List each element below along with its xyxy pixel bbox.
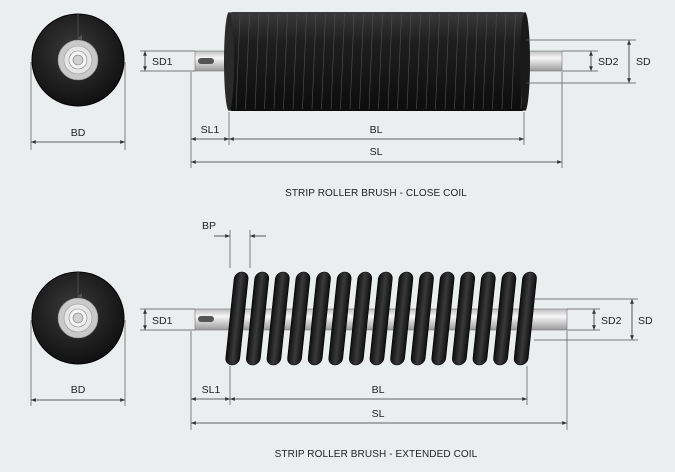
ext-sd2-label: SD2 bbox=[601, 315, 622, 327]
close-coil-strip bbox=[273, 13, 279, 110]
extended-coil-caption: STRIP ROLLER BRUSH - EXTENDED COIL bbox=[275, 449, 478, 460]
close-coil-strip bbox=[311, 13, 317, 110]
close-coil-strip bbox=[492, 13, 497, 110]
close-coil-strip bbox=[397, 13, 402, 110]
close-coil-strip bbox=[444, 13, 450, 110]
extended-coil-turn bbox=[431, 271, 455, 366]
extended-coil-turn bbox=[328, 271, 352, 366]
close-coil-strip bbox=[254, 13, 260, 110]
close-coil-strip bbox=[349, 13, 355, 110]
close-coil-strip bbox=[245, 13, 250, 110]
close-coil-strip bbox=[473, 13, 478, 110]
ext-bd-label: BD bbox=[71, 384, 86, 396]
close-coil-strip bbox=[235, 13, 241, 110]
close-coil-strip bbox=[454, 13, 459, 110]
extended-coil-turn bbox=[287, 271, 311, 366]
close-coil-strip bbox=[330, 13, 336, 110]
close-sd2-label: SD2 bbox=[598, 56, 619, 68]
close-coil-strip bbox=[340, 13, 345, 110]
close-coil-caption: STRIP ROLLER BRUSH - CLOSE COIL bbox=[285, 188, 467, 199]
close-sl1-label: SL1 bbox=[201, 124, 220, 136]
ext-bl-label: BL bbox=[372, 384, 385, 396]
close-coil-strip bbox=[378, 13, 383, 110]
close-coil-strip bbox=[425, 13, 431, 110]
ext-sd-label: SD bbox=[638, 315, 653, 327]
extended-coil-turn bbox=[225, 271, 249, 366]
close-coil-strip bbox=[435, 13, 440, 110]
extended-coil-turn bbox=[390, 271, 414, 366]
ext-sd1-label: SD1 bbox=[152, 315, 173, 327]
extended-coil-turn bbox=[369, 271, 393, 366]
extended-coil-turn bbox=[493, 271, 517, 366]
close-coil-strip bbox=[463, 13, 469, 110]
close-coil-strip bbox=[387, 13, 393, 110]
close-bl-label: BL bbox=[370, 124, 383, 136]
close-coil-view: BD SD1 SD2 SD bbox=[30, 12, 651, 199]
extended-coil-turn bbox=[452, 271, 476, 366]
extended-coil-turn bbox=[266, 271, 290, 366]
close-coil-strip bbox=[406, 13, 412, 110]
extended-coil-end-view bbox=[31, 271, 125, 365]
close-coil-end-view bbox=[31, 13, 125, 107]
extended-coil-turn bbox=[410, 271, 434, 366]
close-coil-strip bbox=[321, 13, 326, 110]
extended-coil-turn bbox=[307, 271, 331, 366]
extended-coil-turn bbox=[513, 271, 537, 366]
close-sl-label: SL bbox=[370, 146, 383, 158]
extended-coil-view: BD BP SD1 SD2 SD S bbox=[30, 220, 653, 460]
ext-sl-label: SL bbox=[372, 408, 385, 420]
ext-bp-label: BP bbox=[202, 220, 216, 232]
extended-coil-turn bbox=[246, 271, 270, 366]
close-coil-strip bbox=[283, 13, 288, 110]
extended-coil-turn bbox=[472, 271, 496, 366]
close-coil-strip bbox=[511, 13, 516, 110]
ext-sl1-label: SL1 bbox=[202, 384, 221, 396]
close-coil-brush bbox=[224, 12, 530, 111]
close-coil-strip bbox=[368, 13, 374, 110]
close-coil-strip bbox=[302, 13, 307, 110]
close-bd-label: BD bbox=[71, 127, 86, 139]
extended-coil-turn bbox=[349, 271, 373, 366]
close-sd1-label: SD1 bbox=[152, 56, 173, 68]
close-coil-strip bbox=[264, 13, 269, 110]
close-coil-strip bbox=[416, 13, 421, 110]
close-coil-strip bbox=[501, 13, 507, 110]
close-sd-label: SD bbox=[636, 56, 651, 68]
close-coil-strip bbox=[292, 13, 298, 110]
close-coil-strip bbox=[359, 13, 364, 110]
close-coil-strip bbox=[482, 13, 488, 110]
extended-coil-brush bbox=[225, 271, 537, 366]
